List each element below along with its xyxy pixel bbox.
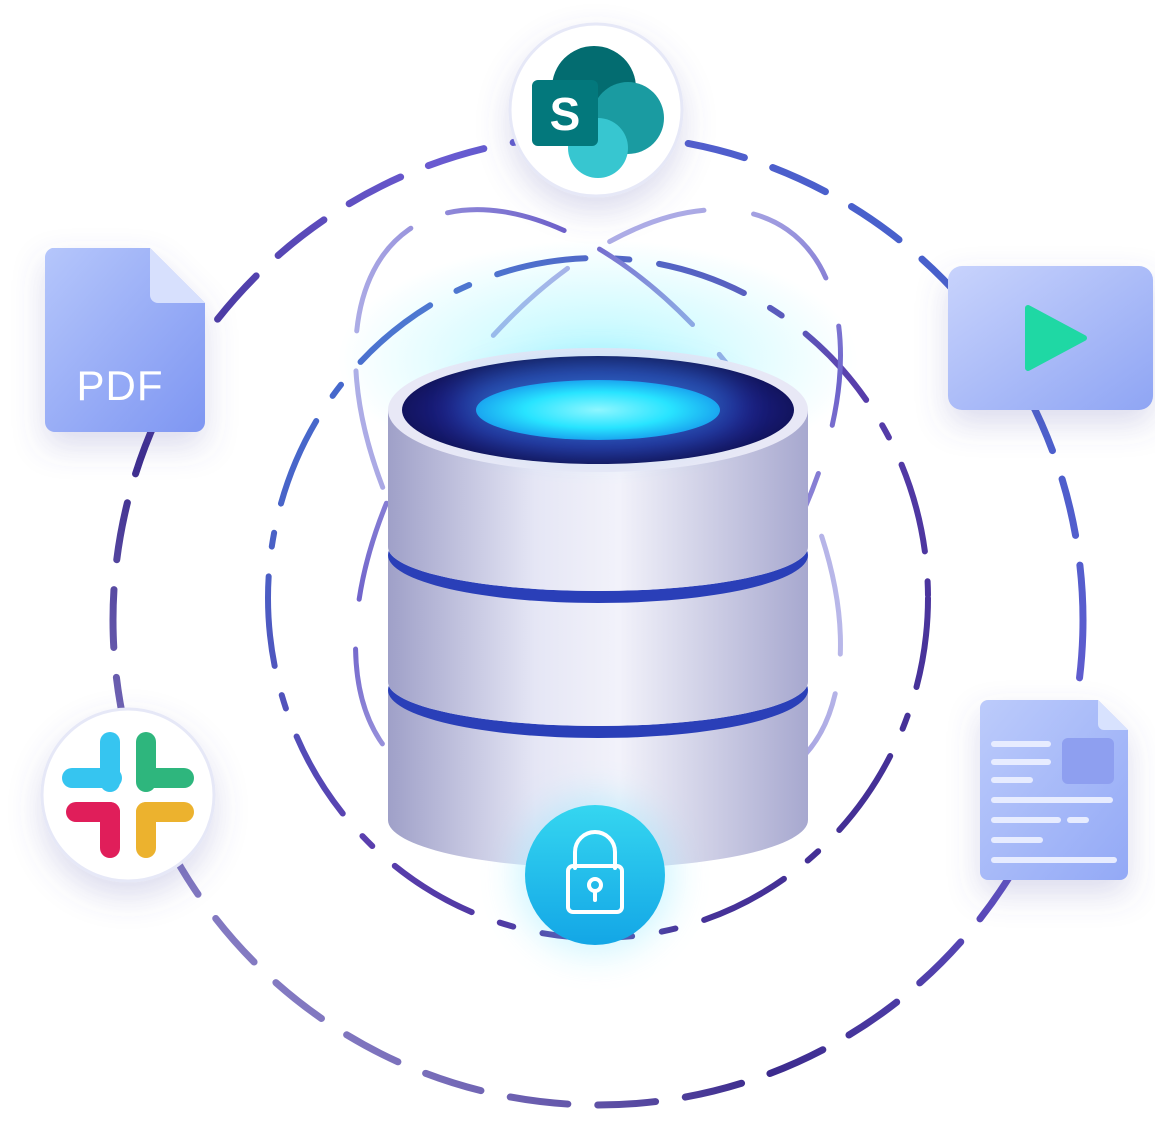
lock-icon	[566, 830, 624, 914]
sharepoint-letter: S	[550, 88, 581, 140]
pdf-file-icon	[44, 248, 206, 432]
lock-badge	[517, 797, 673, 953]
sharepoint-icon: S	[532, 46, 664, 178]
database-icon	[388, 348, 808, 868]
video-play-icon	[1025, 305, 1087, 371]
document-icon	[980, 700, 1128, 880]
pdf-label: PDF	[77, 362, 164, 409]
slack-icon	[62, 732, 194, 858]
slack-badge	[40, 707, 216, 883]
